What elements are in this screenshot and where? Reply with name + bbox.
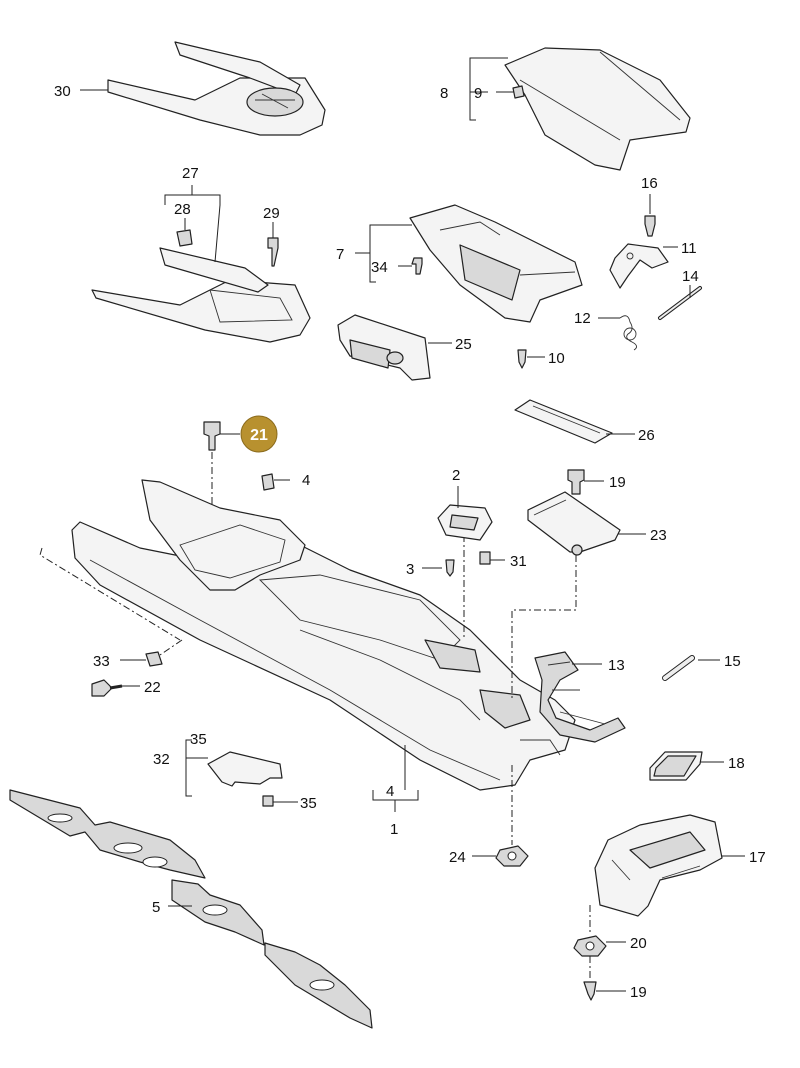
callout-26: 26: [638, 427, 655, 444]
callout-18: 18: [728, 755, 745, 772]
callout-2: 2: [452, 467, 460, 484]
part-27-trim-frame[interactable]: [91, 229, 311, 343]
part-11-hinge-bracket[interactable]: [609, 243, 669, 289]
part-20-mount[interactable]: [573, 935, 607, 957]
part-22-screw[interactable]: [91, 679, 123, 697]
callout-15: 15: [724, 653, 741, 670]
part-35-clip[interactable]: [262, 795, 274, 807]
callout-14: 14: [682, 268, 699, 285]
part-23-panel[interactable]: [527, 491, 621, 556]
part-31-clip[interactable]: [479, 551, 491, 565]
callout-5: 5: [152, 899, 160, 916]
part-3-screw[interactable]: [445, 559, 455, 577]
callout-7: 7: [336, 246, 344, 263]
part-18-insert-mat[interactable]: [649, 751, 703, 781]
part-19-screw-upper[interactable]: [567, 469, 585, 495]
callout-31: 31: [510, 553, 527, 570]
callout-11: 11: [681, 240, 697, 257]
part-32-cover[interactable]: [207, 751, 283, 807]
callout-35: 35: [300, 795, 317, 812]
callout-24: 24: [449, 849, 466, 866]
callout-23: 23: [650, 527, 667, 544]
part-14-pin[interactable]: [658, 286, 702, 320]
part-28-clip[interactable]: [176, 229, 193, 247]
callout-33: 33: [93, 653, 110, 670]
part-13-wiring-harness[interactable]: [534, 651, 626, 743]
part-29-screw[interactable]: [267, 237, 279, 267]
callout-8: 8: [440, 85, 448, 102]
part-25-cup-holder[interactable]: [337, 314, 431, 381]
callout-27: 27: [182, 165, 199, 182]
callout-28: 28: [174, 201, 191, 218]
callout-35-group: 35: [190, 731, 207, 748]
callout-34: 34: [371, 259, 388, 276]
callout-20: 20: [630, 935, 647, 952]
highlight-badge-21[interactable]: 21: [240, 415, 278, 453]
part-33-clip[interactable]: [145, 651, 163, 667]
callout-12: 12: [574, 310, 591, 327]
callout-4-main: 4: [386, 783, 394, 800]
part-10-screw[interactable]: [517, 349, 527, 369]
part-26-mat[interactable]: [514, 399, 613, 444]
part-34-screw[interactable]: [411, 257, 423, 275]
callout-19-top: 19: [609, 474, 626, 491]
part-17-rear-cover[interactable]: [594, 814, 723, 917]
callout-1: 1: [390, 821, 398, 838]
callout-17: 17: [749, 849, 766, 866]
part-12-spring[interactable]: [619, 315, 637, 351]
part-9-clip[interactable]: [512, 85, 525, 99]
callout-16: 16: [641, 175, 658, 192]
part-24-mount[interactable]: [495, 845, 529, 867]
part-16-screw[interactable]: [644, 215, 656, 237]
callout-30: 30: [54, 83, 71, 100]
part-30-trim-cover[interactable]: [107, 41, 326, 136]
callout-29: 29: [263, 205, 280, 222]
part-15-pin[interactable]: [662, 655, 695, 681]
part-1-center-console[interactable]: [71, 479, 576, 791]
callout-13: 13: [608, 657, 625, 674]
callout-19-bottom: 19: [630, 984, 647, 1001]
callout-4-top: 4: [302, 472, 310, 489]
callout-3: 3: [406, 561, 414, 578]
part-5-insulation[interactable]: [9, 789, 373, 1029]
callout-22: 22: [144, 679, 161, 696]
part-19-screw-lower[interactable]: [583, 981, 597, 1001]
part-4-clip[interactable]: [261, 473, 275, 491]
callout-21: 21: [250, 427, 268, 444]
part-8-armrest-lid[interactable]: [504, 47, 691, 171]
callout-32: 32: [153, 751, 170, 768]
part-7-storage-bin[interactable]: [409, 204, 583, 323]
callout-10: 10: [548, 350, 565, 367]
callout-9: 9: [474, 85, 482, 102]
part-2-switch[interactable]: [437, 504, 493, 541]
callout-25: 25: [455, 336, 472, 353]
